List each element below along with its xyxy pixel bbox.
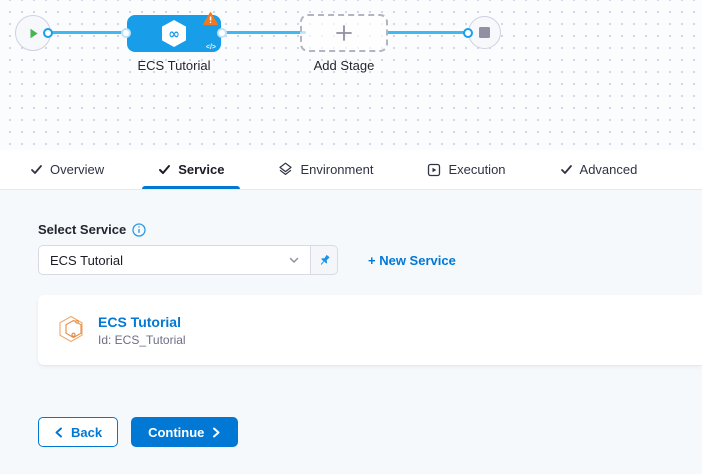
service-card[interactable]: ECS Tutorial Id: ECS_Tutorial [38, 295, 702, 365]
pipeline-end-node [468, 16, 501, 49]
tab-label: Environment [300, 162, 374, 177]
back-button-label: Back [71, 424, 103, 440]
back-button[interactable]: Back [38, 417, 119, 447]
warning-icon [203, 12, 218, 26]
chevron-right-icon [212, 427, 221, 438]
stop-icon [479, 27, 490, 38]
stage-out-port [217, 28, 227, 38]
service-card-text: ECS Tutorial Id: ECS_Tutorial [98, 314, 186, 347]
service-tab-panel: Select Service ECS Tutorial [0, 190, 702, 474]
deploy-stage-icon: ∞ [159, 18, 189, 50]
check-icon [30, 163, 43, 176]
pipeline-edge [46, 31, 132, 34]
tab-label: Service [178, 162, 225, 177]
add-stage-button[interactable] [300, 14, 388, 52]
pipeline-canvas[interactable]: ∞ </> ECS Tutorial Add Stage [0, 0, 702, 150]
stage-node-ecs-tutorial[interactable]: ∞ </> [121, 12, 227, 52]
tab-execution[interactable]: Execution [411, 150, 521, 189]
service-select-value: ECS Tutorial [50, 252, 123, 268]
service-select-group: ECS Tutorial [38, 245, 338, 275]
chevron-down-icon [288, 254, 300, 266]
check-icon [560, 163, 573, 176]
footer-actions: Back Continue [38, 417, 702, 447]
new-service-link[interactable]: + New Service [368, 252, 456, 268]
tab-overview[interactable]: Overview [14, 150, 120, 189]
stage-in-port [121, 28, 131, 38]
check-icon [158, 163, 171, 176]
tab-label: Execution [448, 162, 506, 177]
service-select-row: ECS Tutorial [38, 245, 702, 275]
chevron-left-icon [54, 427, 63, 438]
pipeline-edge [218, 31, 306, 34]
tab-label: Overview [50, 162, 105, 177]
select-service-label: Select Service [38, 222, 127, 237]
tab-environment[interactable]: Environment [262, 150, 389, 189]
pipeline-edge [386, 31, 470, 34]
tab-service[interactable]: Service [142, 150, 241, 189]
end-node-port [463, 28, 473, 38]
tab-label: Advanced [579, 162, 638, 177]
stage-tabs: Overview Service Environment [0, 150, 702, 190]
play-icon [27, 27, 40, 40]
tab-advanced[interactable]: Advanced [544, 150, 654, 189]
environment-icon [278, 162, 293, 177]
select-service-label-row: Select Service [38, 222, 702, 237]
service-card-title: ECS Tutorial [98, 313, 181, 330]
pin-button[interactable] [311, 245, 338, 275]
execution-icon [427, 163, 441, 177]
service-hexagon-icon [57, 314, 85, 346]
pin-icon [317, 253, 332, 268]
service-select-input[interactable]: ECS Tutorial [38, 245, 311, 275]
svg-text:∞: ∞ [168, 26, 180, 42]
info-icon[interactable] [132, 222, 146, 237]
continue-button-label: Continue [148, 424, 205, 440]
code-icon: </> [205, 44, 216, 51]
service-card-id: Id: ECS_Tutorial [98, 332, 186, 347]
stage-node-label: ECS Tutorial [137, 58, 211, 73]
add-stage-label: Add Stage [313, 58, 375, 73]
continue-button[interactable]: Continue [131, 417, 239, 447]
plus-icon [334, 23, 354, 43]
start-node-port [43, 28, 53, 38]
